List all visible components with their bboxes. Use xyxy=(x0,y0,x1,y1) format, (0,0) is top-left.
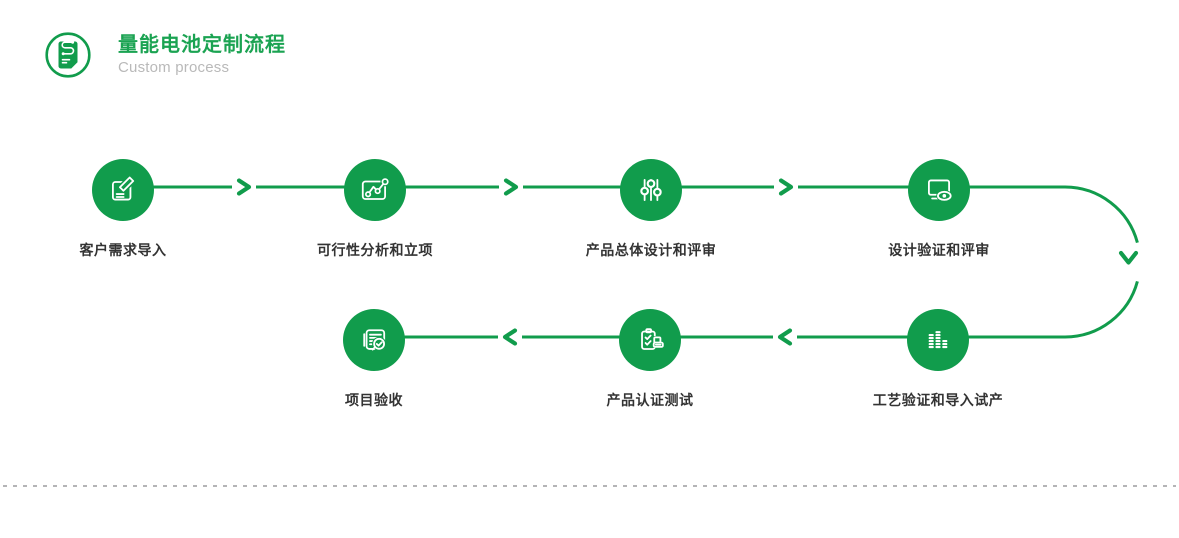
arrow-right-icon xyxy=(778,178,794,196)
step-label: 工艺验证和导入试产 xyxy=(872,392,1004,408)
arrow-left-icon xyxy=(502,328,518,346)
sliders-icon xyxy=(640,179,662,201)
arrow-down-icon xyxy=(1118,250,1139,265)
step-label: 产品认证测试 xyxy=(606,392,694,408)
equalizer-bars-icon xyxy=(928,331,948,349)
step-label: 项目验收 xyxy=(345,392,403,408)
step-circle xyxy=(344,159,406,221)
process-badge-icon xyxy=(45,32,91,78)
step-circle xyxy=(343,309,405,371)
edit-document-icon xyxy=(112,175,136,201)
step-circle xyxy=(908,159,970,221)
arrow-left-icon xyxy=(777,328,793,346)
monitor-review-icon xyxy=(928,179,953,202)
section-subtitle: Custom process xyxy=(118,59,230,76)
arrow-right-icon xyxy=(236,178,252,196)
step-label: 设计验证和评审 xyxy=(888,242,990,258)
document-check-icon xyxy=(363,329,387,351)
step-label: 客户需求导入 xyxy=(79,242,167,258)
section-title: 量能电池定制流程 xyxy=(118,34,286,56)
arrow-right-icon xyxy=(503,178,519,196)
step-circle xyxy=(92,159,154,221)
step-circle xyxy=(907,309,969,371)
header-text: 量能电池定制流程 Custom process xyxy=(118,31,286,77)
trend-chart-icon xyxy=(361,177,390,200)
step-circle xyxy=(620,159,682,221)
certification-test-icon xyxy=(641,328,665,350)
step-circle xyxy=(619,309,681,371)
step-label: 可行性分析和立项 xyxy=(317,242,433,258)
section-header: 量能电池定制流程 Custom process xyxy=(44,31,286,79)
step-label: 产品总体设计和评审 xyxy=(585,242,717,258)
